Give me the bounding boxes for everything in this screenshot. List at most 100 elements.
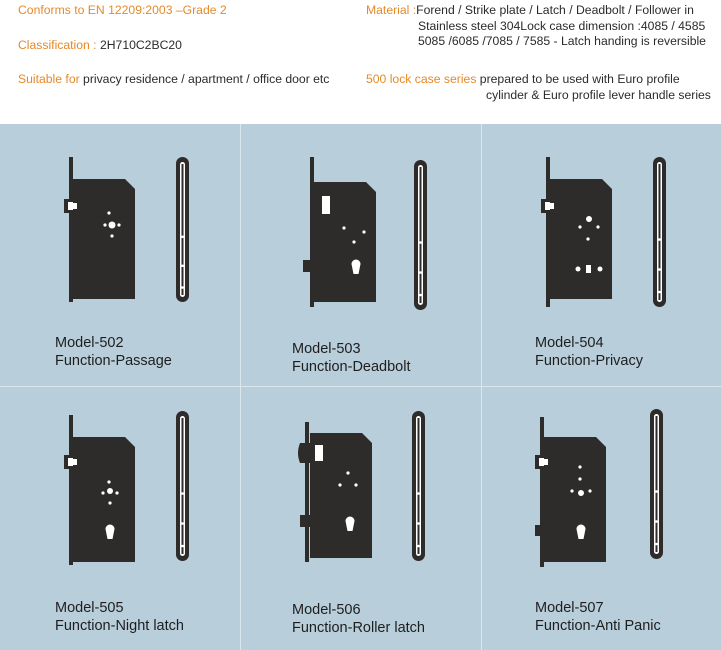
grid-divider <box>240 124 241 650</box>
spec-suitable-value: privacy residence / apartment / office d… <box>83 72 330 86</box>
model-name: Model-507 <box>535 600 604 616</box>
grid-divider <box>481 124 482 650</box>
grid-divider <box>0 386 721 387</box>
screw-hole <box>352 240 356 244</box>
forend-bar <box>69 157 73 302</box>
screw-hole <box>570 489 574 493</box>
screw-hole <box>419 271 422 274</box>
screw-hole <box>108 501 112 505</box>
spec-classification: Classification : 2H710C2BC20 <box>18 38 182 54</box>
screw-hole <box>588 489 592 493</box>
spec-material-line2: Stainless steel 304Lock case dimension :… <box>418 18 706 33</box>
forend-bar <box>546 157 550 307</box>
cylinder-hole <box>351 259 361 274</box>
screw-hole <box>181 264 184 268</box>
model-function: Function-Passage <box>55 353 172 369</box>
lock-case <box>73 437 135 562</box>
spec-series-line1: prepared to be used with Euro profile <box>476 72 680 86</box>
lock-case <box>73 179 135 299</box>
spec-series-label: 500 lock case series <box>366 72 477 86</box>
spec-series-line2: cylinder & Euro profile lever handle ser… <box>486 87 711 102</box>
model-name: Model-503 <box>292 341 361 357</box>
screw-hole <box>110 234 114 238</box>
screw-hole <box>417 522 420 525</box>
lock-case-illustration <box>541 157 666 307</box>
screw-hole <box>578 477 582 481</box>
lock-case-illustration <box>298 411 425 562</box>
spec-suitable-label: Suitable for <box>18 72 84 86</box>
model-name: Model-502 <box>55 335 124 351</box>
lock-case-illustration <box>64 157 189 302</box>
spec-material-line1: Forend / Strike plate / Latch / Deadbolt… <box>416 3 694 17</box>
screw-hole <box>417 492 420 495</box>
screw-hole <box>181 522 184 525</box>
screw-hole <box>115 491 119 495</box>
lock-case <box>550 179 612 299</box>
screw-hole <box>658 290 661 294</box>
screw-hole <box>103 223 107 227</box>
screw-hole <box>655 542 658 546</box>
cylinder-hole <box>105 524 115 539</box>
screw-hole <box>181 235 184 239</box>
screw-hole <box>181 492 184 495</box>
model-function: Function-Night latch <box>55 618 184 634</box>
screw-hole <box>419 241 422 244</box>
lock-case-illustration <box>64 411 189 565</box>
model-function: Function-Privacy <box>535 353 643 369</box>
spec-material-line3: 5085 /6085 /7085 / 7585 - Latch handing … <box>418 34 706 48</box>
screw-hole <box>655 520 658 523</box>
spec-material: Material : Forend / Strike plate / Latch… <box>366 3 716 50</box>
cylinder-hole <box>345 516 355 531</box>
cylinder-hole <box>576 524 586 539</box>
screw-hole <box>419 293 422 297</box>
screw-hole <box>658 268 661 271</box>
spec-classification-label: Classification : <box>18 38 100 52</box>
forend-bar <box>540 417 544 567</box>
screw-hole <box>342 226 346 230</box>
model-function: Function-Roller latch <box>292 620 425 636</box>
lock-case-illustration <box>303 157 427 310</box>
screw-hole <box>117 223 121 227</box>
forend-bar <box>69 415 73 565</box>
lock-case <box>544 437 606 562</box>
dead-bolt <box>303 260 314 272</box>
spec-conforms: Conforms to EN 12209:2003 –Grade 2 <box>18 3 227 19</box>
roller-bolt <box>298 443 310 463</box>
spec-series: 500 lock case series prepared to be used… <box>366 72 716 103</box>
screw-hole <box>354 483 358 487</box>
screw-hole <box>578 465 582 469</box>
screw-hole <box>655 490 658 493</box>
dead-bolt <box>300 515 310 527</box>
screw-hole <box>658 238 661 241</box>
forend-bar <box>310 157 314 307</box>
screw-hole <box>362 230 366 234</box>
screw-hole <box>346 471 350 475</box>
forend-bar <box>305 422 309 562</box>
screw-hole <box>181 544 184 548</box>
model-function: Function-Deadbolt <box>292 359 411 375</box>
spec-suitable: Suitable for privacy residence / apartme… <box>18 72 329 88</box>
lock-case-illustration <box>535 409 663 567</box>
screw-hole <box>596 225 600 229</box>
spec-conforms-label: Conforms to EN 12209:2003 –Grade 2 <box>18 3 227 17</box>
spec-classification-value: 2H710C2BC20 <box>99 38 182 52</box>
dead-bolt <box>535 525 544 536</box>
screw-hole <box>338 483 342 487</box>
screw-hole <box>107 480 111 484</box>
model-name: Model-505 <box>55 600 124 616</box>
screw-hole <box>181 286 184 289</box>
model-function: Function-Anti Panic <box>535 618 661 634</box>
model-name: Model-506 <box>292 602 361 618</box>
